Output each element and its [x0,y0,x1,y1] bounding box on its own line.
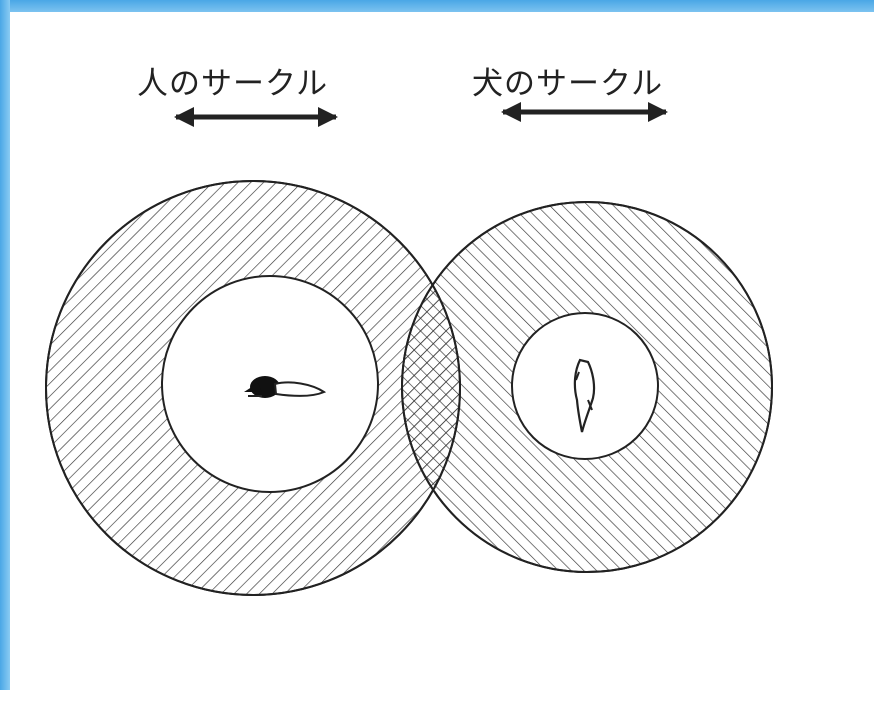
frame-top-border [0,0,874,12]
person-lying-icon [244,376,327,398]
frame-left-border [0,0,10,690]
dog-circle-label: 犬のサークル [472,66,664,102]
dog-icon [573,358,596,433]
human-circle-label: 人のサークル [137,66,329,102]
